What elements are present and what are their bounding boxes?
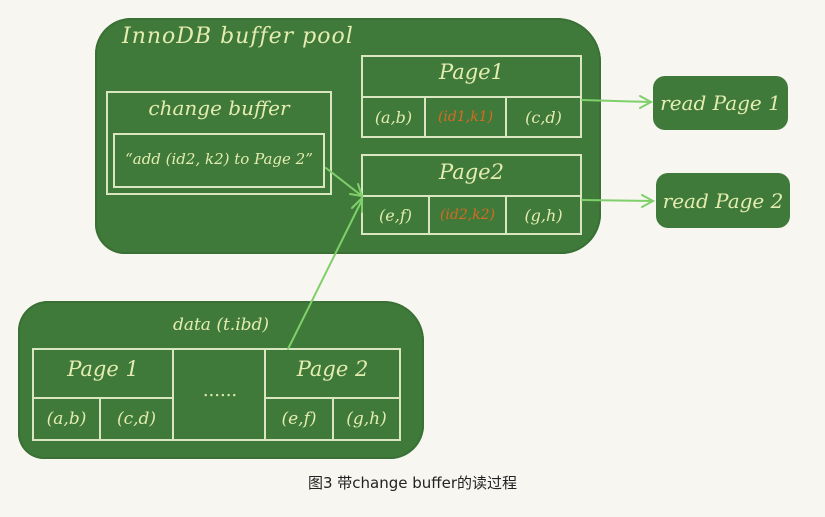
pool-page1-cell: (c,d) [505,96,582,138]
arrow-page2-to-read2-head [641,194,656,208]
pool-page2-title: Page2 [439,160,504,184]
change-buffer-entry-box [113,133,325,188]
arrow-changebuffer-to-page2 [325,167,363,197]
disk-page1-title: Page 1 [67,357,139,381]
pool-page1-title: Page1 [439,60,504,84]
read-page2-pill: read Page 2 [656,173,790,228]
disk-data-title: data (t.ibd) [172,315,270,335]
disk-ellipsis: ...... [202,380,238,401]
buffer-pool-title: InnoDB buffer pool [122,24,354,49]
arrow-page1-to-read1 [581,99,651,103]
change-buffer-entry: “add (id2, k2) to Page 2” [125,150,313,168]
figure-caption: 图3 带change buffer的读过程 [307,474,518,492]
arrow-disk-to-page2 [287,199,363,350]
read-page1-pill: read Page 1 [653,76,788,130]
arrow-page2-to-read2 [581,199,653,202]
disk-data-region [18,301,424,459]
arrow-page1-to-read1-head [639,95,654,109]
disk-page2-title: Page 2 [296,357,369,381]
pool-page2-cell: (g,h) [505,195,582,235]
change-buffer-box [106,91,332,195]
arrow-changebuffer-to-page2-head [349,183,364,198]
disk-page2-cell: (g,h) [332,397,401,441]
arrow-disk-to-page2-head [351,195,363,213]
change-buffer-title: change buffer [148,96,290,120]
disk-page1-cell: (c,d) [99,397,174,441]
